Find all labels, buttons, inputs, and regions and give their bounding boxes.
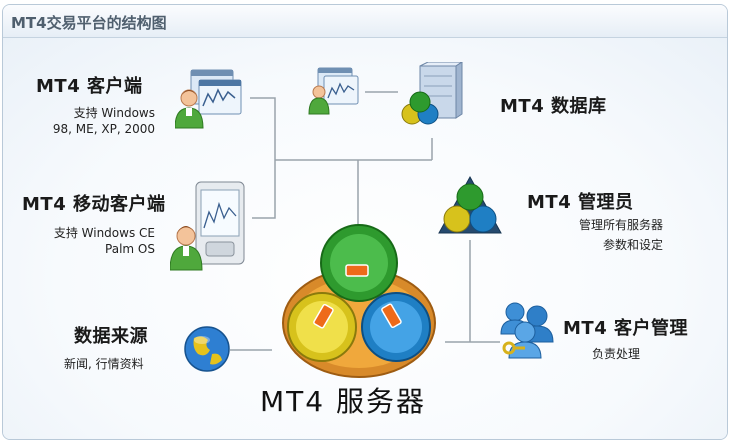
client-title: MT4 客户端 <box>36 76 143 97</box>
manager-title: MT4 客户管理 <box>563 318 688 339</box>
admin-line2: 参数和设定 <box>602 238 663 252</box>
server-title: MT4 服务器 <box>260 385 426 418</box>
client-line1: 支持 Windows <box>73 106 155 120</box>
mobile-line2: Palm OS <box>105 242 155 256</box>
client-line2: 98, ME, XP, 2000 <box>52 122 155 136</box>
title-bar: MT4交易平台的结构图 <box>3 5 727 38</box>
terminal-small-icon <box>308 67 359 115</box>
admin-title: MT4 管理员 <box>527 192 634 213</box>
mobile-pda-icon <box>170 181 245 271</box>
datasource-title: 数据来源 <box>74 326 148 347</box>
admin-line1: 管理所有服务器 <box>578 218 663 232</box>
database-icon <box>401 62 463 125</box>
diagram-title: MT4交易平台的结构图 <box>11 14 167 32</box>
mt4-server-logo <box>282 224 436 378</box>
globe-icon <box>184 326 230 372</box>
manager-line1: 负责处理 <box>592 347 641 361</box>
client-terminal-icon <box>175 69 242 129</box>
mobile-line1: 支持 Windows CE <box>53 226 155 240</box>
client-bracket-line <box>250 97 276 219</box>
database-title: MT4 数据库 <box>500 96 607 117</box>
admin-icon <box>438 175 502 234</box>
datasource-line1: 新闻, 行情资料 <box>64 357 144 371</box>
client-manager-icon <box>500 302 554 359</box>
mobile-title: MT4 移动客户端 <box>22 194 166 215</box>
